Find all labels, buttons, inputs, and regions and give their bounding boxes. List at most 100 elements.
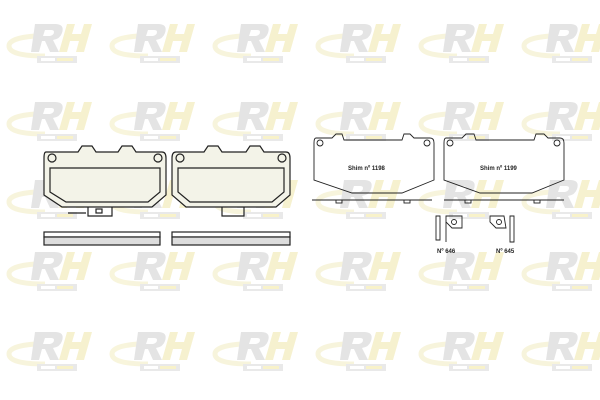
watermark-r-shape [443,332,475,360]
watermark-brand-bar-mark [247,366,261,369]
watermark-brand-bar-mark [350,214,364,217]
roadhouse-watermark-logo [418,252,504,291]
watermark-h-shape [59,332,92,360]
watermark-r-shape [546,102,578,130]
watermark-brand-bar-accent [469,366,485,369]
roadhouse-watermark-logo [521,180,600,219]
roadhouse-watermark-logo [315,332,401,371]
watermark-h-shape [162,332,195,360]
watermark-h-shape [368,332,401,360]
roadhouse-watermark-logo [418,102,504,141]
watermark-swoosh [6,189,46,215]
watermark-brand-bar-accent [366,366,382,369]
watermark-h-shape [471,102,504,130]
watermark-h-shape [368,180,401,208]
watermark-h-shape [265,24,298,52]
watermark-brand-bar-accent [263,286,279,289]
watermark-r-shape [237,102,269,130]
roadhouse-watermark-logo [212,24,298,63]
watermark-swoosh [109,261,149,287]
roadhouse-watermark-logo [521,102,600,141]
roadhouse-watermark-logo [109,332,195,371]
watermark-h-shape [368,24,401,52]
watermark-brand-bar-mark [453,214,467,217]
watermark-brand-bar-accent [57,214,73,217]
watermark-brand-bar-accent [366,58,382,61]
watermark-brand-bar-accent [160,58,176,61]
brake-pad-left [43,145,167,217]
watermark-swoosh [212,341,252,367]
roadhouse-watermark-logo [212,102,298,141]
roadhouse-watermark-logo [315,24,401,63]
watermark-r-shape [443,252,475,280]
watermark-swoosh [6,341,46,367]
watermark-swoosh [212,261,252,287]
watermark-swoosh [315,111,355,137]
watermark-h-shape [471,332,504,360]
roadhouse-watermark-logo [109,24,195,63]
watermark-h-shape [471,24,504,52]
watermark-brand-bar-mark [453,366,467,369]
watermark-h-shape [162,102,195,130]
roadhouse-watermark-logo [418,180,504,219]
watermark-brand-bar-accent [572,286,588,289]
watermark-brand-bar-mark [556,286,570,289]
watermark-r-shape [237,252,269,280]
watermark-r-shape [340,332,372,360]
watermark-h-shape [574,180,600,208]
watermark-brand-bar-mark [556,214,570,217]
watermark-brand-bar-accent [57,286,73,289]
watermark-swoosh [6,33,46,59]
watermark-swoosh [109,111,149,137]
watermark-brand-bar-accent [572,214,588,217]
watermark-brand-bar-accent [263,58,279,61]
watermark-brand-bar-mark [556,58,570,61]
watermark-r-shape [31,24,63,52]
watermark-brand-bar-accent [366,214,382,217]
watermark-r-shape [237,24,269,52]
roadhouse-watermark-logo [6,252,92,291]
roadhouse-watermark-logo [6,24,92,63]
watermark-r-shape [443,180,475,208]
watermark-brand-bar-accent [57,136,73,139]
watermark-r-shape [546,180,578,208]
clip-645 [489,215,515,243]
watermark-swoosh [212,33,252,59]
roadhouse-watermark-logo [6,332,92,371]
watermark-h-shape [368,252,401,280]
watermark-brand-bar-mark [556,136,570,139]
roadhouse-watermark-logo [6,102,92,141]
watermark-brand-bar-accent [160,136,176,139]
watermark-swoosh [109,341,149,367]
watermark-swoosh [521,33,561,59]
watermark-swoosh [315,189,355,215]
watermark-brand-bar-mark [144,286,158,289]
watermark-swoosh [418,261,458,287]
roadhouse-watermark-logo [315,252,401,291]
watermark-r-shape [443,24,475,52]
watermark-r-shape [443,102,475,130]
roadhouse-watermark-logo [109,102,195,141]
watermark-brand-bar-mark [247,58,261,61]
clip-645-label: Nº 645 [496,249,515,255]
watermark-brand-bar-mark [41,286,55,289]
watermark-brand-bar-mark [350,286,364,289]
watermark-h-shape [574,332,600,360]
watermark-brand-bar-mark [41,366,55,369]
watermark-brand-bar-accent [160,214,176,217]
roadhouse-watermark-logo [521,252,600,291]
watermark-swoosh [521,189,561,215]
watermark-brand-bar-mark [453,136,467,139]
watermark-brand-bar-accent [366,286,382,289]
watermark-r-shape [31,102,63,130]
watermark-brand-bar-mark [144,58,158,61]
watermark-swoosh [6,261,46,287]
watermark-swoosh [418,33,458,59]
watermark-brand-bar-mark [350,366,364,369]
watermark-brand-bar-accent [263,366,279,369]
watermark-brand-bar-mark [144,136,158,139]
watermark-brand-bar-mark [247,214,261,217]
watermark-swoosh [418,189,458,215]
watermark-h-shape [574,102,600,130]
